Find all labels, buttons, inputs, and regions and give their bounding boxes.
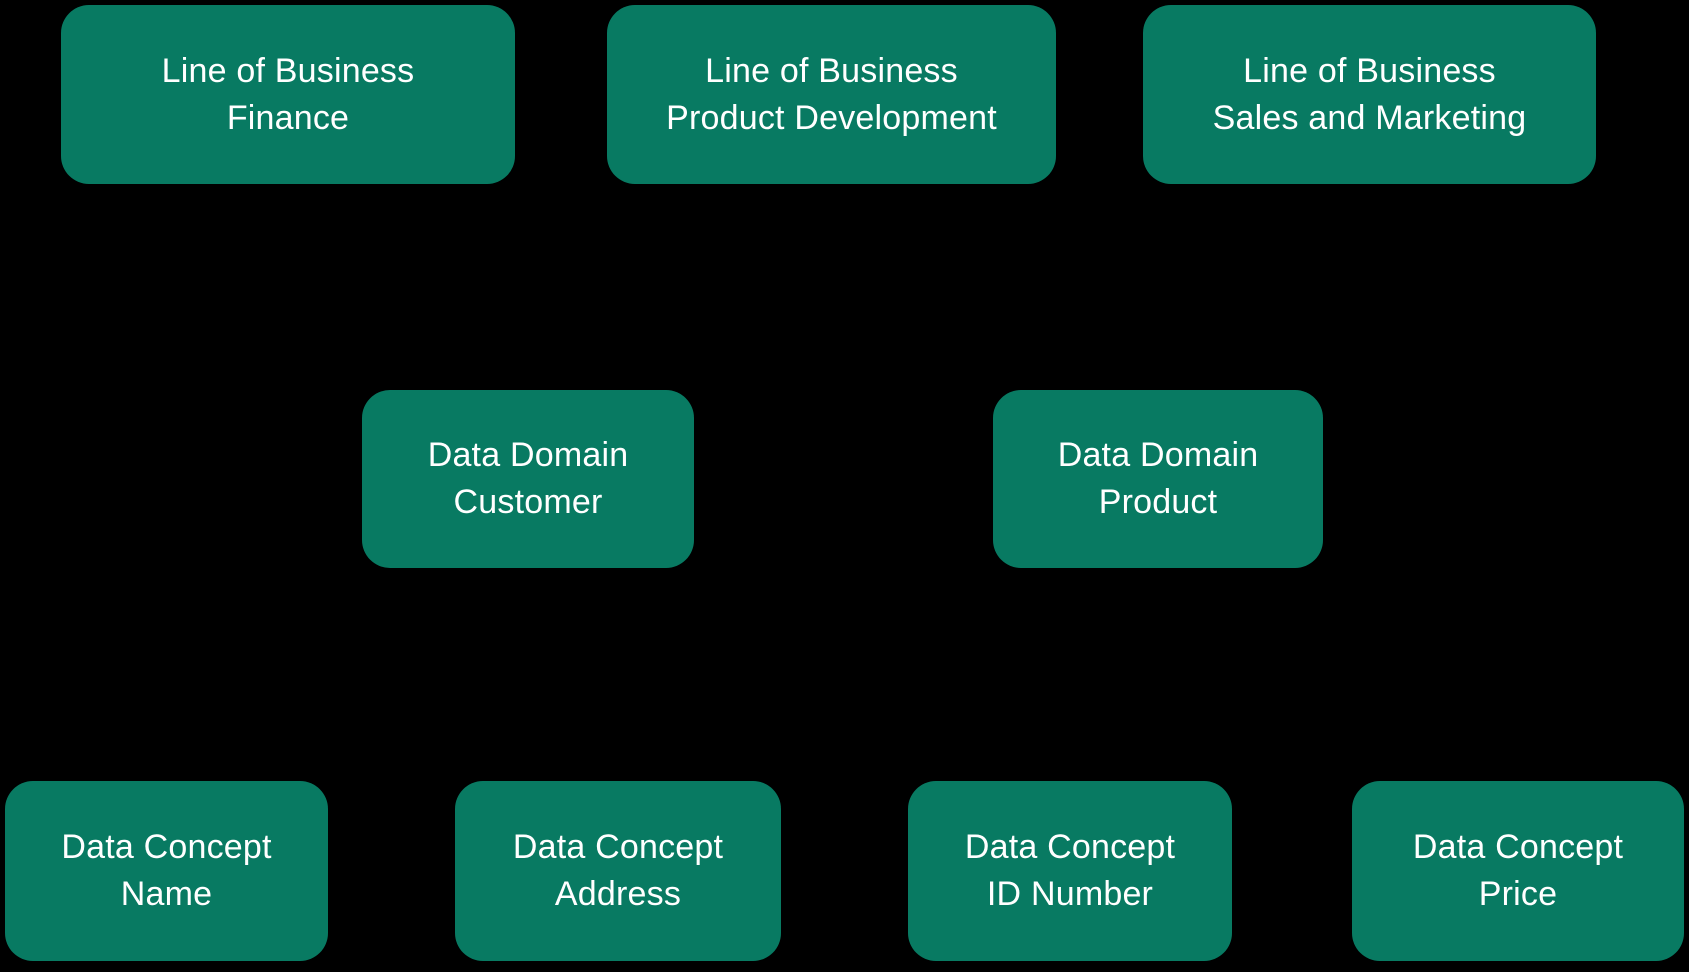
node-label: Data Domain Product bbox=[1057, 436, 1259, 521]
node-label: Line of Business Finance bbox=[161, 51, 415, 137]
node-data-domain-customer: Data Domain Customer bbox=[362, 390, 694, 568]
node-label: Data Concept Address bbox=[512, 828, 724, 913]
node-line-of-business-product-development: Line of Business Product Development bbox=[607, 5, 1056, 184]
node-data-concept-price: Data Concept Price bbox=[1352, 781, 1684, 961]
node-label: Data Concept Price bbox=[1412, 828, 1624, 913]
node-data-concept-id-number: Data Concept ID Number bbox=[908, 781, 1232, 961]
node-line-of-business-finance: Line of Business Finance bbox=[61, 5, 515, 184]
node-line-of-business-sales-and-marketing: Line of Business Sales and Marketing bbox=[1143, 5, 1596, 184]
node-label: Line of Business Product Development bbox=[666, 51, 997, 137]
node-label: Data Concept ID Number bbox=[964, 828, 1176, 913]
node-label: Data Concept Name bbox=[61, 828, 272, 913]
node-label: Line of Business Sales and Marketing bbox=[1212, 51, 1527, 137]
node-data-concept-address: Data Concept Address bbox=[455, 781, 781, 961]
node-data-domain-product: Data Domain Product bbox=[993, 390, 1323, 568]
node-data-concept-name: Data Concept Name bbox=[5, 781, 328, 961]
node-label: Data Domain Customer bbox=[427, 436, 629, 521]
